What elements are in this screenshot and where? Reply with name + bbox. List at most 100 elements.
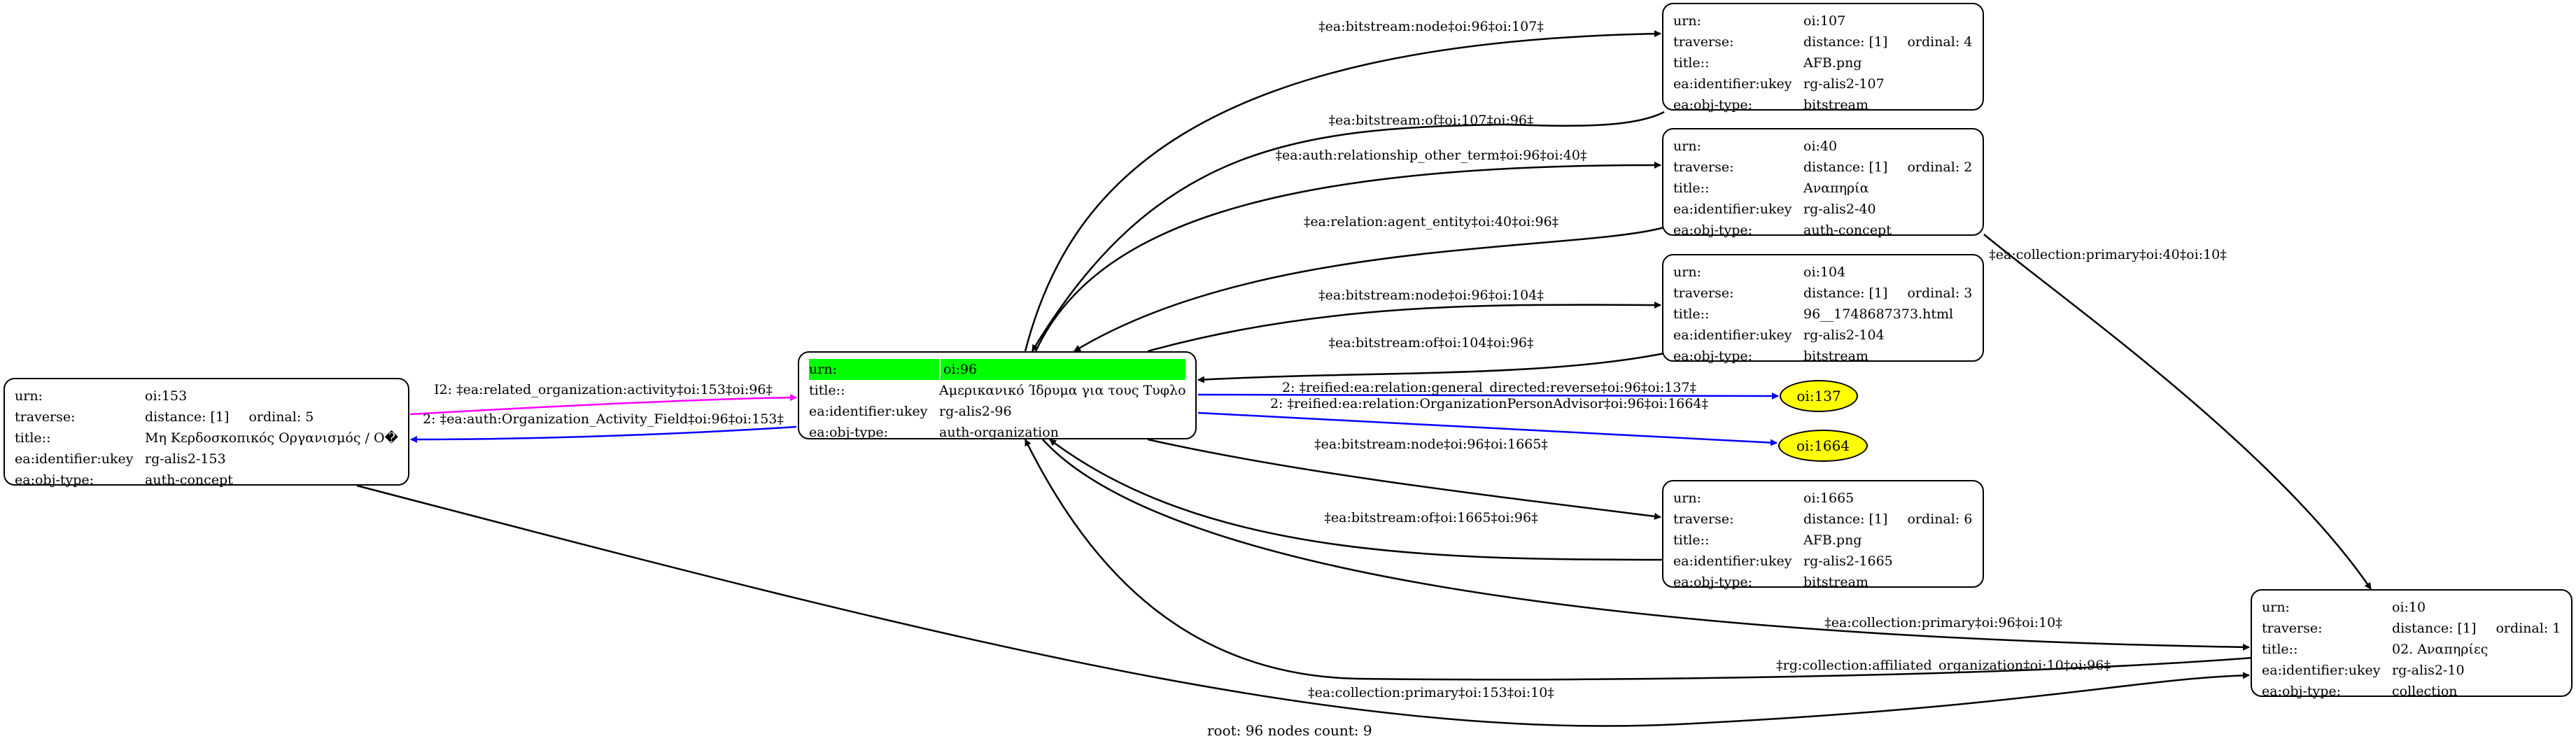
edge-label: ‡ea:bitstream:node‡oi:96‡oi:107‡ xyxy=(1318,19,1544,34)
edge-label: 2: ‡reified:ea:relation:OrganizationPers… xyxy=(1270,396,1708,411)
node-oi-153[interactable]: urn:oi:153 traverse:distance: [1]ordinal… xyxy=(3,378,409,488)
node-ordinal: ordinal: 6 xyxy=(1907,511,1973,527)
edge[interactable]: ‡ea:bitstream:of‡oi:1665‡oi:96‡ xyxy=(1049,439,1665,561)
edge-line xyxy=(1074,226,1665,353)
node-ukey: rg-alis2-1665 xyxy=(1803,553,1893,569)
node-title: AFB.png xyxy=(1803,55,1862,71)
edge[interactable]: ‡ea:bitstream:node‡oi:96‡oi:1665‡ xyxy=(1147,437,1661,520)
edge[interactable]: ‡ea:collection:primary‡oi:40‡oi:10‡ xyxy=(1983,234,2372,590)
node-distance: distance: [1] xyxy=(2392,621,2477,636)
field-label-title: title:: xyxy=(1673,532,1710,548)
node-urn: oi:10 xyxy=(2392,600,2426,615)
node-urn: oi:153 xyxy=(145,388,188,404)
node-urn: oi:107 xyxy=(1803,13,1846,29)
edge[interactable]: ‡ea:bitstream:of‡oi:107‡oi:96‡ xyxy=(1031,111,1665,352)
edge-line xyxy=(1197,411,1778,446)
node-distance: distance: [1] xyxy=(1803,511,1888,527)
edge-line xyxy=(356,484,2250,727)
field-label-traverse: traverse: xyxy=(1673,511,1734,527)
edge[interactable]: ‡ea:bitstream:of‡oi:104‡oi:96‡ xyxy=(1197,335,1665,383)
field-label-objtype: ea:obj-type: xyxy=(2262,684,2342,699)
field-label-ukey: ea:identifier:ukey xyxy=(15,451,134,467)
edge-label: ‡ea:bitstream:of‡oi:104‡oi:96‡ xyxy=(1328,335,1533,351)
edge-line xyxy=(1042,439,2250,651)
edge[interactable]: ‡ea:bitstream:node‡oi:96‡oi:107‡ xyxy=(1024,19,1661,352)
field-label-traverse: traverse: xyxy=(15,409,76,425)
node-title: 96__1748687373.html xyxy=(1803,306,1954,322)
edge-line xyxy=(1983,234,2372,590)
node-ukey: rg-alis2-153 xyxy=(145,451,226,467)
edge[interactable]: 2: ‡reified:ea:relation:OrganizationPers… xyxy=(1197,396,1778,446)
edge-label: ‡rg:collection:affiliated_organization‡o… xyxy=(1776,658,2111,673)
edge-label: ‡ea:bitstream:node‡oi:96‡oi:1665‡ xyxy=(1314,437,1548,452)
field-label-urn: urn: xyxy=(1673,264,1701,280)
field-label-ukey: ea:identifier:ukey xyxy=(1673,327,1792,343)
graph-footer: root: 96 nodes count: 9 xyxy=(1207,722,1372,739)
field-label-title: title:: xyxy=(1673,55,1710,71)
edge[interactable]: ‡rg:collection:affiliated_organization‡o… xyxy=(1024,439,2253,681)
edge[interactable]: ‡ea:relation:agent_entity‡oi:40‡oi:96‡ xyxy=(1074,214,1665,353)
node-title: Αναπηρία xyxy=(1803,181,1869,196)
edge[interactable]: 2: ‡ea:auth:Organization_Activity_Field‡… xyxy=(410,411,797,443)
edge-label: ‡ea:auth:relationship_other_term‡oi:96‡o… xyxy=(1276,148,1587,163)
field-label-ukey: ea:identifier:ukey xyxy=(2262,663,2381,678)
edge-line xyxy=(1034,161,1661,352)
field-label-urn: urn: xyxy=(1673,139,1701,154)
node-urn: oi:40 xyxy=(1803,139,1838,154)
node-ukey: rg-alis2-10 xyxy=(2392,663,2465,678)
node-objtype: bitstream xyxy=(1803,574,1868,590)
edge-line xyxy=(1197,352,1665,383)
field-label-traverse: traverse: xyxy=(2262,621,2323,636)
node-oi-1664-ellipse[interactable]: oi:1664 xyxy=(1778,430,1868,462)
node-ordinal: ordinal: 1 xyxy=(2496,621,2561,636)
edge[interactable]: ‡ea:bitstream:node‡oi:96‡oi:104‡ xyxy=(1147,288,1661,353)
node-distance: distance: [1] xyxy=(1803,160,1888,175)
node-ukey: rg-alis2-96 xyxy=(939,404,1012,419)
edge[interactable]: 2: ‡reified:ea:relation:general_directed… xyxy=(1197,380,1779,400)
edge-line xyxy=(1024,30,1661,352)
node-title: Μη Κερδοσκοπικός Οργανισμός / Ο�... xyxy=(145,430,398,446)
field-label-urn: urn: xyxy=(1673,491,1701,506)
field-label-ukey: ea:identifier:ukey xyxy=(1673,202,1792,217)
node-distance: distance: [1] xyxy=(1803,285,1888,301)
field-label-urn: urn: xyxy=(2262,600,2290,615)
field-label-objtype: ea:obj-type: xyxy=(1673,574,1753,590)
field-label-title: title:: xyxy=(809,383,845,398)
node-objtype: auth-concept xyxy=(1803,223,1892,238)
node-ordinal: ordinal: 5 xyxy=(248,409,314,425)
field-label-traverse: traverse: xyxy=(1673,285,1734,301)
edge-label: ‡ea:collection:primary‡oi:96‡oi:10‡ xyxy=(1824,615,2062,630)
node-oi-107[interactable]: urn:oi:107 traverse:distance: [1]ordinal… xyxy=(1662,3,1984,113)
field-label-objtype: ea:obj-type: xyxy=(15,472,94,488)
field-label-urn: urn: xyxy=(1673,13,1701,29)
field-label-urn: urn: xyxy=(15,388,43,404)
node-title: Αμερικανικό Ίδρυμα για τους Τυφλούς xyxy=(939,383,1185,398)
node-ukey: rg-alis2-107 xyxy=(1803,76,1885,92)
node-objtype: auth-concept xyxy=(145,472,233,488)
node-oi-96-root[interactable]: urn:oi:96 title::Αμερικανικό Ίδρυμα για … xyxy=(798,351,1197,440)
node-oi-10[interactable]: urn: oi:10 traverse: distance: [1] ordinal:… xyxy=(2251,589,2573,699)
edge-label: I2: ‡ea:related_organization:activity‡oi… xyxy=(434,382,773,397)
node-ordinal: ordinal: 3 xyxy=(1907,285,1973,301)
field-label-title: title:: xyxy=(1673,306,1710,322)
field-label-title: title:: xyxy=(15,430,51,446)
node-title: AFB.png xyxy=(1803,532,1862,548)
edge-line xyxy=(410,425,797,443)
edge[interactable]: I2: ‡ea:related_organization:activity‡oi… xyxy=(409,382,797,416)
node-ordinal: ordinal: 2 xyxy=(1907,160,1973,175)
edge[interactable]: ‡ea:auth:relationship_other_term‡oi:96‡o… xyxy=(1034,148,1661,352)
field-label-objtype: ea:obj-type: xyxy=(809,425,889,440)
node-distance: distance: [1] xyxy=(1803,34,1888,50)
field-label-objtype: ea:obj-type: xyxy=(1673,97,1753,113)
node-oi-104[interactable]: urn:oi:104 traverse:distance: [1]ordinal… xyxy=(1662,254,1984,364)
field-label-objtype: ea:obj-type: xyxy=(1673,348,1753,364)
node-oi-137-ellipse[interactable]: oi:137 xyxy=(1780,380,1858,412)
field-label-traverse: traverse: xyxy=(1673,34,1734,50)
edge[interactable]: ‡ea:collection:primary‡oi:153‡oi:10‡ xyxy=(356,484,2250,727)
edge-line xyxy=(1147,438,1661,520)
field-label-ukey: ea:identifier:ukey xyxy=(1673,76,1792,92)
node-oi-1665[interactable]: urn:oi:1665 traverse:distance: [1]ordina… xyxy=(1662,480,1984,590)
edge[interactable]: ‡ea:collection:primary‡oi:96‡oi:10‡ xyxy=(1042,439,2250,651)
node-oi-40[interactable]: urn:oi:40 traverse:distance: [1]ordinal:… xyxy=(1662,128,1984,238)
